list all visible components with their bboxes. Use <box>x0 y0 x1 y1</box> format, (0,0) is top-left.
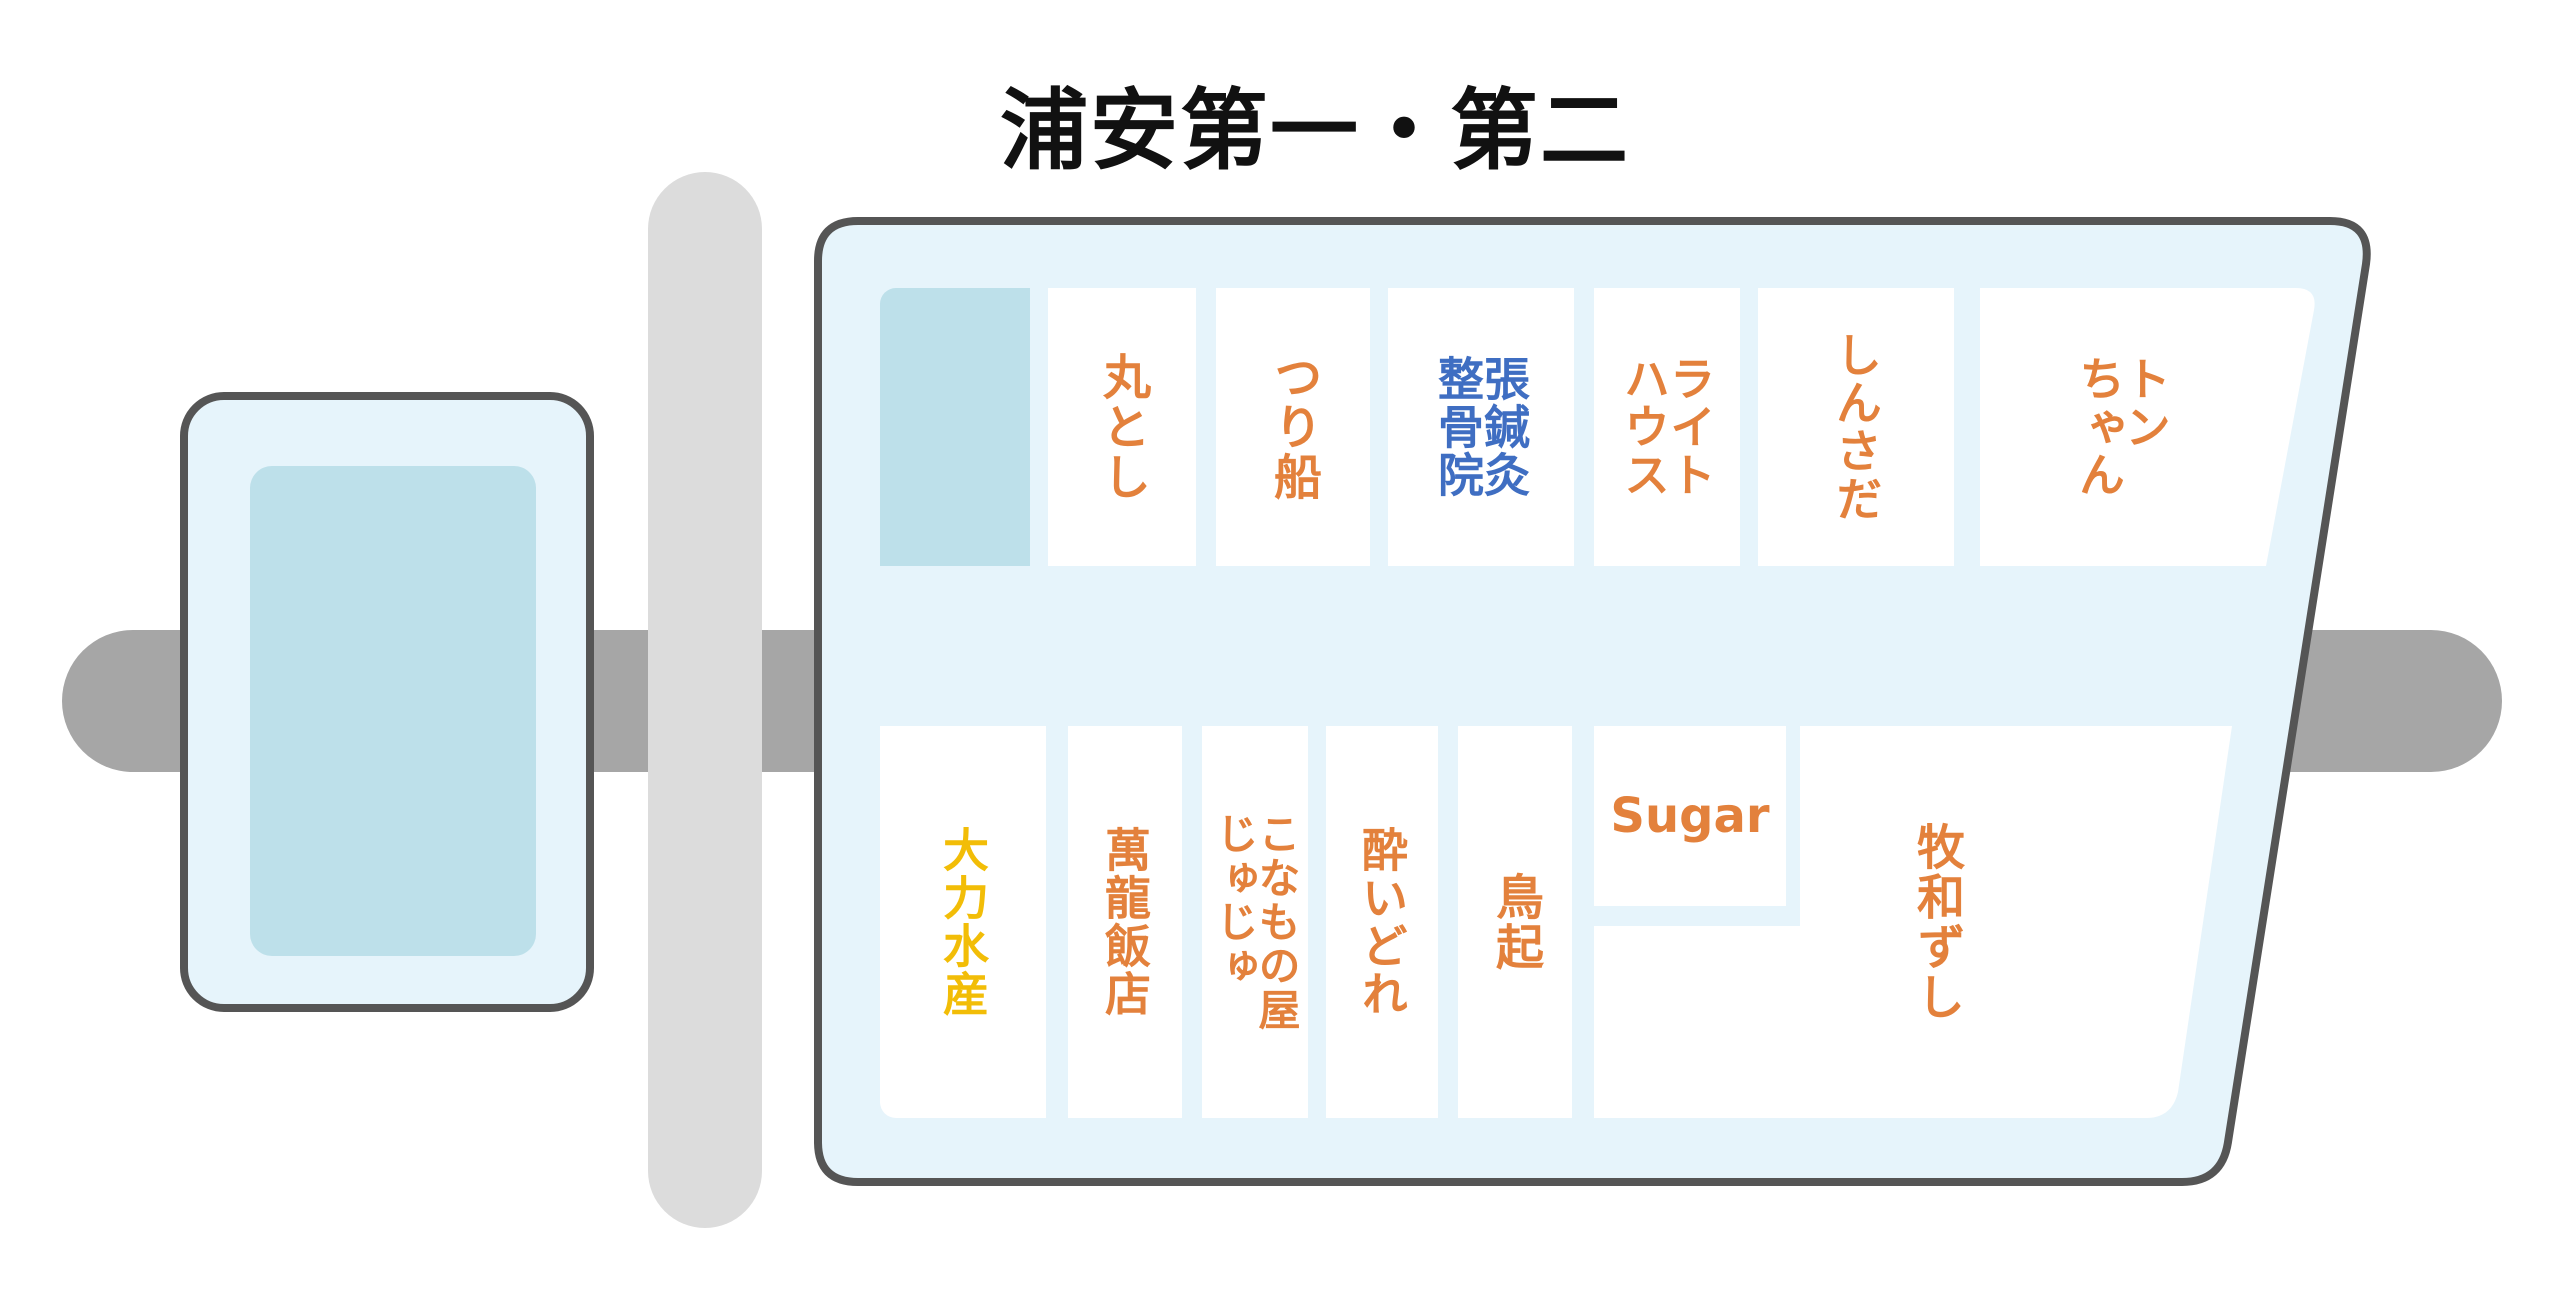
shop-label: 大力水産 <box>936 826 990 1018</box>
side-road <box>648 172 762 1228</box>
bottom-row-end-shape <box>1800 726 2232 1118</box>
shop-label: 丸とし <box>1094 352 1150 502</box>
shop-label: Sugar <box>1610 788 1770 844</box>
left-building <box>180 392 594 1012</box>
left-building-area <box>250 466 536 956</box>
page-title: 浦安第一・第二 <box>1000 79 1631 182</box>
top-row-end-shape <box>1980 288 2315 566</box>
shop-label: 牧和ずし <box>1908 822 1964 1022</box>
shop-label: つり船 <box>1265 352 1321 502</box>
shop-label: トン ちゃん <box>2072 355 2172 499</box>
empty-slot <box>880 288 1030 566</box>
shop-makiwa-zushi[interactable]: 牧和ずし <box>1806 726 2066 1118</box>
shop-marutoshi[interactable]: 丸とし <box>1048 288 1196 566</box>
shop-light-house[interactable]: ライト ハウス <box>1594 288 1740 566</box>
shop-label: しんさだ <box>1829 331 1883 523</box>
shop-sugar[interactable]: Sugar <box>1594 726 1786 906</box>
shop-makiwa-zushi-lower[interactable] <box>1594 926 1800 1118</box>
shop-label: 萬龍飯店 <box>1098 826 1152 1018</box>
shop-shinsada[interactable]: しんさだ <box>1758 288 1954 566</box>
shop-harikyu-seikotsuin[interactable]: 張鍼灸 整骨院 <box>1388 288 1574 566</box>
shop-tsurifune[interactable]: つり船 <box>1216 288 1370 566</box>
shop-label: 鳥起 <box>1487 872 1543 972</box>
shop-label: こなもの屋 じゅじゅ <box>1210 812 1301 1032</box>
shop-manryu-hanten[interactable]: 萬龍飯店 <box>1068 726 1182 1118</box>
shop-torioki[interactable]: 鳥起 <box>1458 726 1572 1118</box>
shop-label: ライト ハウス <box>1617 355 1717 499</box>
shop-label: 張鍼灸 整骨院 <box>1431 355 1531 499</box>
shop-yoidore[interactable]: 酔いどれ <box>1326 726 1438 1118</box>
shop-oriki-suisan[interactable]: 大力水産 <box>880 726 1046 1118</box>
shop-label: 酔いどれ <box>1355 826 1409 1018</box>
shop-konamonoya-jujuu[interactable]: こなもの屋 じゅじゅ <box>1202 726 1308 1118</box>
shop-tonchan[interactable]: トン ちゃん <box>1980 288 2264 566</box>
